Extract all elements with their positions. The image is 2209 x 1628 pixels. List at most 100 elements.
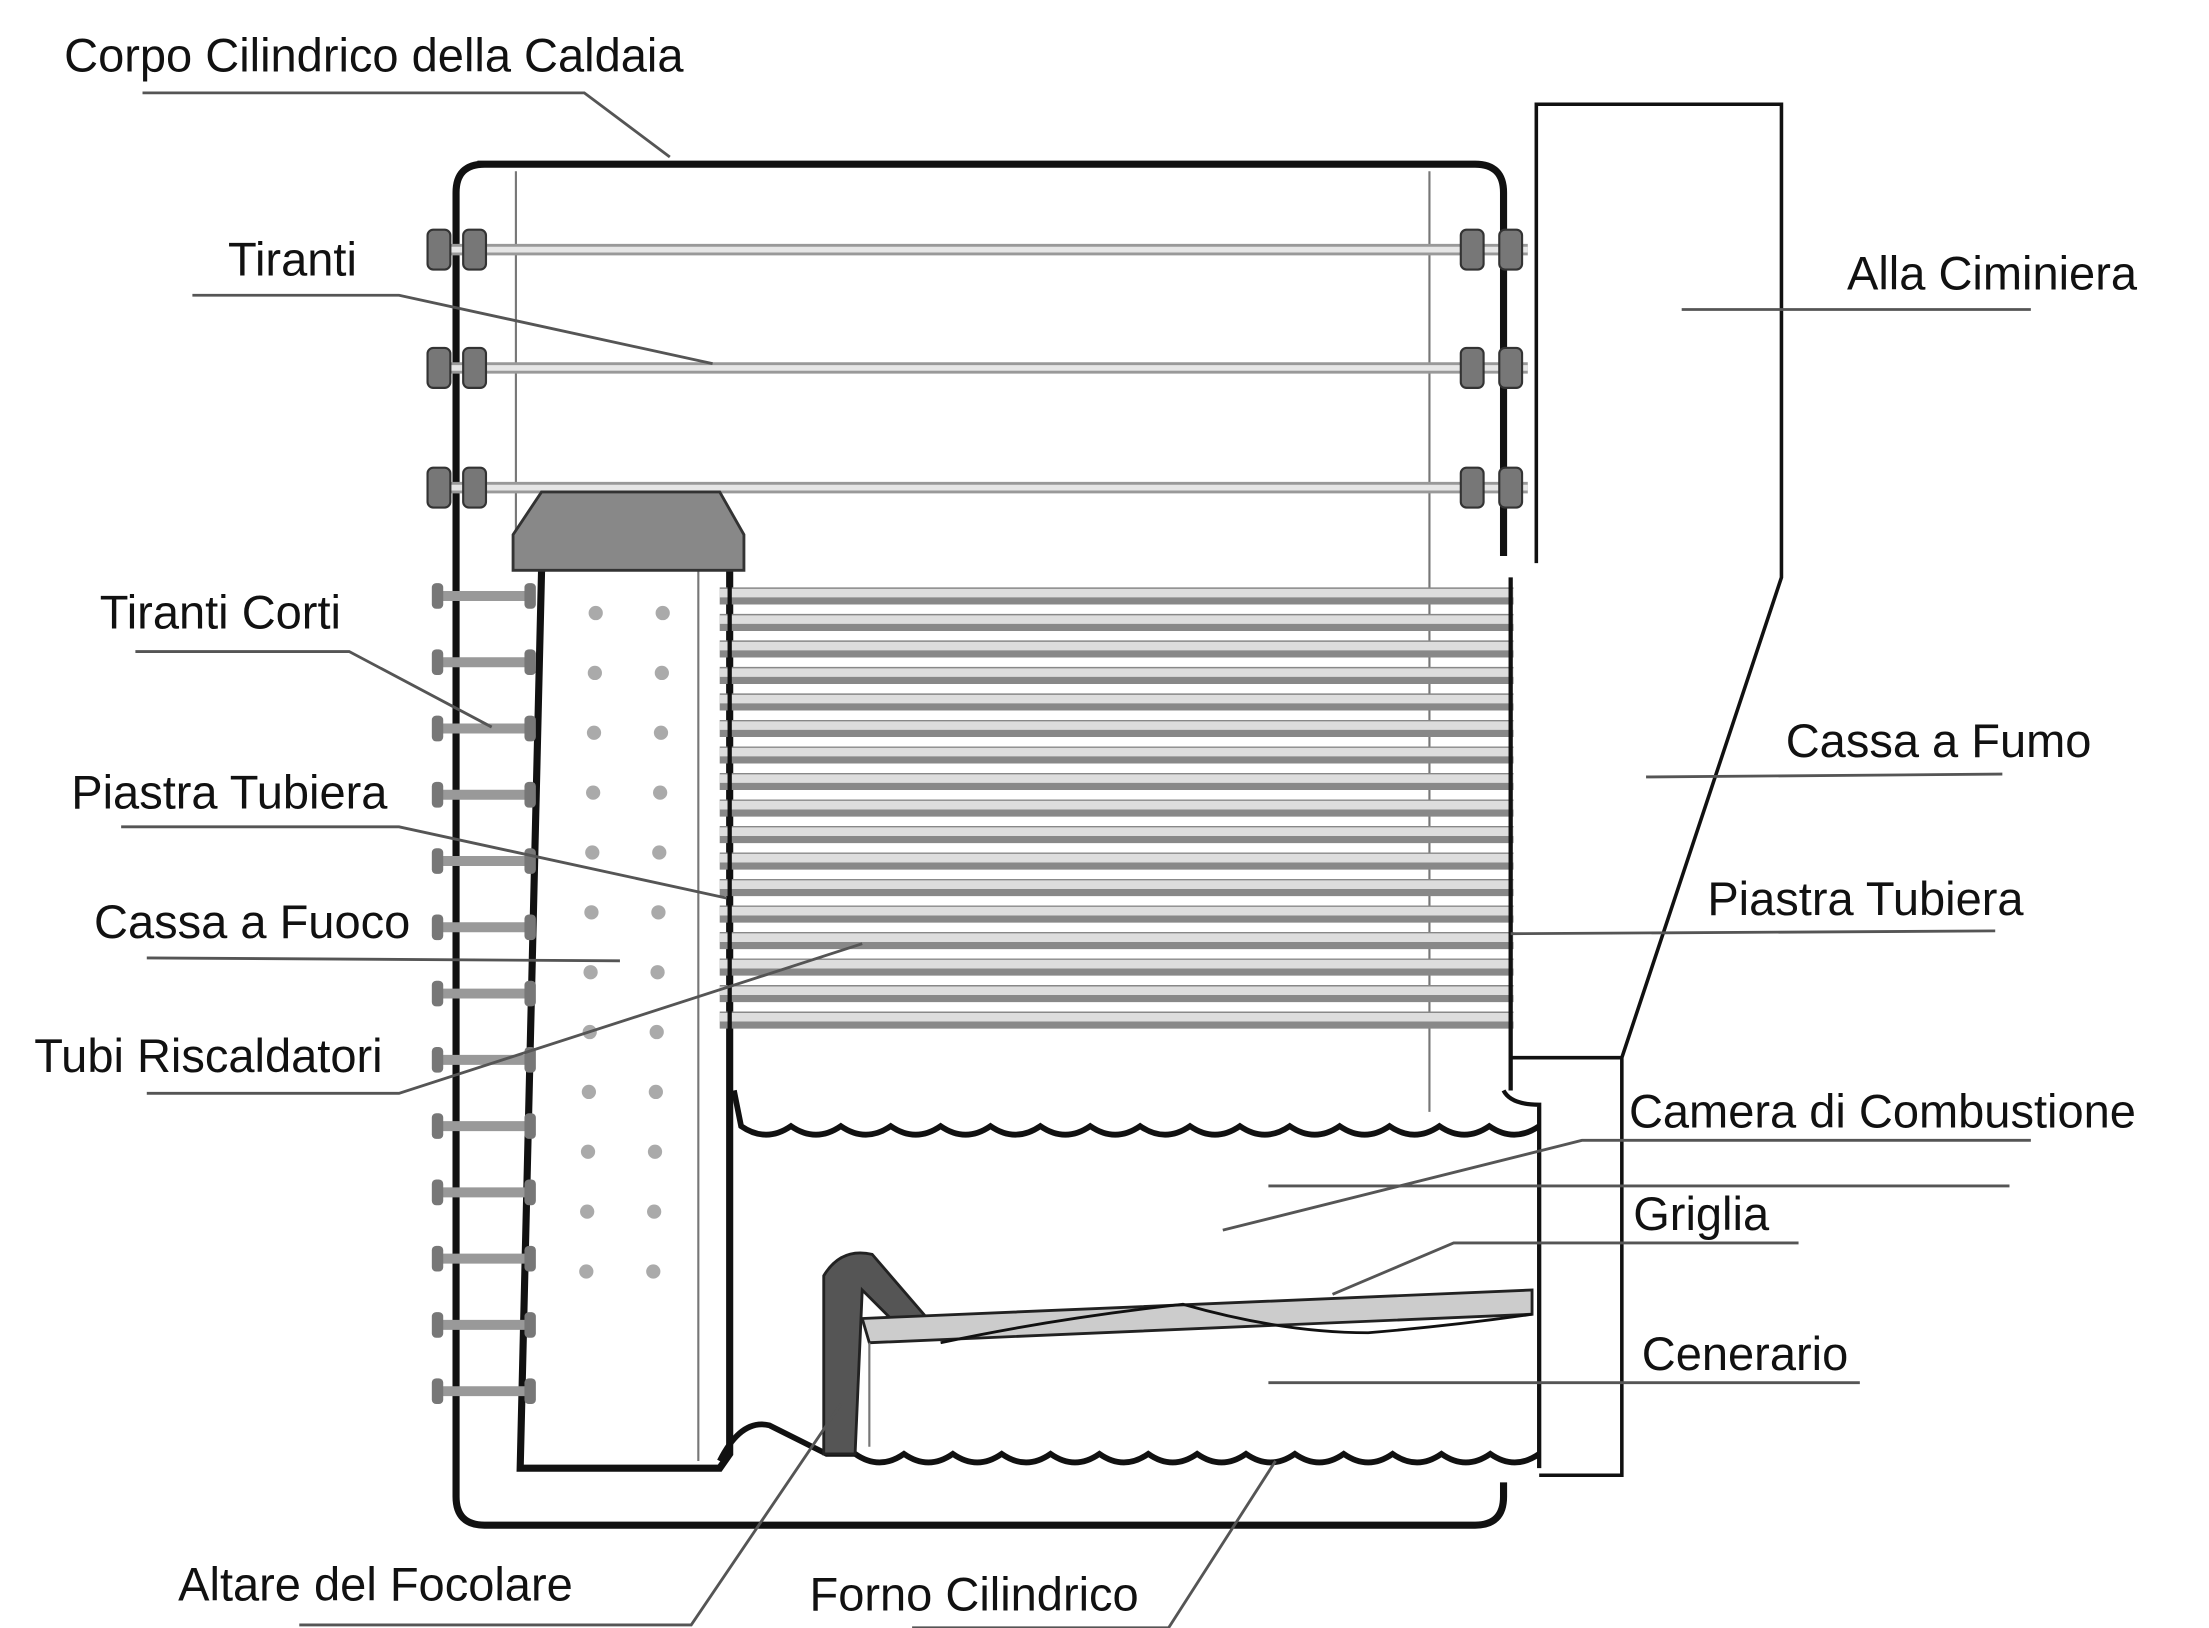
leader-tiranti	[192, 293, 713, 366]
stay-hole	[647, 1144, 663, 1159]
label-tiranti: Tiranti	[228, 232, 357, 285]
stay-hole	[585, 845, 600, 860]
smoke-box-outline	[1534, 102, 1784, 1478]
nut	[524, 1245, 536, 1272]
nut	[524, 649, 536, 676]
nut	[524, 1312, 536, 1338]
label-altare-del-focolare: Altare del Focolare	[178, 1558, 573, 1611]
label-piastra-tubiera-left: Piastra Tubiera	[71, 765, 388, 818]
label-cassa-a-fumo: Cassa a Fumo	[1786, 714, 2092, 767]
stay-hole	[648, 1084, 663, 1100]
stay-hole	[581, 1084, 597, 1100]
boiler-shell	[452, 160, 1508, 1529]
nut	[524, 583, 536, 609]
stay-hole	[649, 1024, 664, 1040]
stay-hole	[647, 1204, 662, 1219]
stay-hole	[655, 605, 670, 621]
furnace-end	[1501, 1089, 1542, 1469]
furnace-top-wave	[731, 1089, 1541, 1138]
label-tubi-riscaldatori: Tubi Riscaldatori	[34, 1029, 382, 1082]
heating-tubes	[719, 587, 1514, 1029]
label-alla-ciminiera: Alla Ciminiera	[1847, 247, 2138, 300]
label-cassa-a-fuoco: Cassa a Fuoco	[94, 895, 410, 948]
nut	[431, 1113, 444, 1139]
stay-hole	[650, 965, 665, 980]
nut	[462, 466, 488, 509]
nut	[524, 980, 536, 1007]
nut	[524, 1179, 536, 1206]
nut	[524, 848, 536, 874]
nut	[431, 1179, 444, 1206]
stay-hole	[580, 1204, 595, 1219]
stay-hole	[586, 785, 601, 800]
leader-camera	[1222, 1138, 2031, 1232]
stay-hole	[583, 965, 598, 980]
nut	[431, 1047, 444, 1073]
nut	[426, 346, 452, 389]
nut	[1498, 346, 1524, 389]
nut	[431, 848, 444, 874]
label-forno-cilindrico: Forno Cilindrico	[809, 1568, 1138, 1621]
leader-griglia	[1331, 1241, 1799, 1296]
stay-hole	[584, 905, 599, 920]
nut	[524, 1047, 536, 1073]
nut	[524, 1113, 536, 1139]
nut	[524, 914, 536, 941]
leader-tubi	[146, 942, 863, 1095]
nut	[431, 914, 444, 941]
nut	[431, 980, 444, 1007]
grate	[860, 1288, 1534, 1345]
stay-hole	[651, 905, 666, 920]
label-tiranti-corti: Tiranti Corti	[100, 586, 341, 639]
nut	[431, 1245, 444, 1272]
nut	[462, 346, 488, 389]
nut	[431, 781, 444, 808]
leader-piastra-right	[1510, 929, 1996, 936]
nut	[431, 649, 444, 676]
leader-tiranti-corti	[135, 650, 493, 729]
nut	[1498, 466, 1524, 509]
nut	[1498, 228, 1524, 271]
nut	[524, 715, 536, 742]
nut	[426, 466, 452, 509]
leader-altare	[299, 1403, 843, 1627]
leader-piastra-left	[121, 825, 728, 900]
short-stays	[431, 583, 536, 1405]
label-piastra-tubiera-right: Piastra Tubiera	[1707, 872, 2024, 925]
stay-hole	[654, 665, 669, 681]
label-griglia: Griglia	[1633, 1187, 1770, 1240]
nut	[524, 781, 536, 808]
stay-hole	[653, 725, 669, 740]
nut	[1459, 228, 1485, 271]
label-corpo-cilindrico: Corpo Cilindrico della Caldaia	[64, 28, 684, 81]
nut	[431, 1312, 444, 1338]
grate-curve	[940, 1302, 1533, 1345]
nut	[462, 228, 488, 271]
nut	[431, 583, 444, 609]
label-camera-di-combustione: Camera di Combustione	[1629, 1085, 2136, 1138]
stay-hole	[646, 1264, 661, 1279]
stay-hole	[587, 665, 602, 681]
label-cenerario: Cenerario	[1642, 1327, 1848, 1380]
leader-cassa-fumo	[1646, 772, 2003, 779]
nut	[1459, 466, 1485, 509]
nut	[426, 228, 452, 271]
furnace-bottom-wave	[717, 1421, 1541, 1466]
stay-hole	[588, 605, 603, 621]
stay-hole	[579, 1264, 594, 1279]
stay-hole	[580, 1144, 596, 1159]
long-stays	[426, 228, 1528, 509]
firebox-stay-holes	[579, 605, 670, 1279]
fire-altar	[822, 1251, 936, 1456]
leader-corpo	[142, 91, 671, 159]
nut	[431, 1378, 444, 1405]
stay-hole	[653, 785, 668, 800]
nut	[524, 1378, 536, 1405]
nut	[1459, 346, 1485, 389]
firebox-bracket	[511, 490, 746, 572]
stay-hole	[586, 725, 602, 740]
leader-cassa-fuoco	[146, 956, 620, 963]
stay-hole	[652, 845, 667, 860]
